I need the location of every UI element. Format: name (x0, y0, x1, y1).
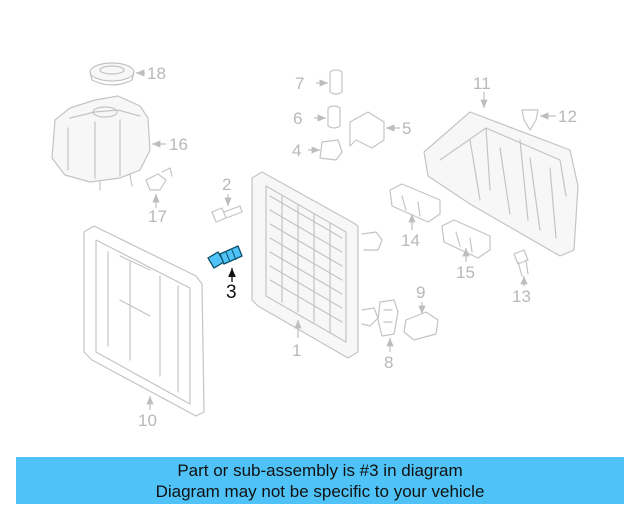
part-7-isolator[interactable] (316, 69, 343, 95)
part-4-mount[interactable] (308, 139, 343, 161)
callout-7: 7 (295, 74, 304, 93)
callout-18: 18 (147, 64, 166, 83)
callout-6: 6 (293, 109, 302, 128)
part-14-bracket[interactable] (389, 183, 441, 230)
callout-13: 13 (512, 287, 531, 306)
part-10-frame[interactable] (83, 225, 205, 417)
callout-5: 5 (402, 119, 411, 138)
callout-10: 10 (138, 411, 157, 430)
callout-2: 2 (222, 175, 231, 194)
callout-11: 11 (473, 74, 491, 93)
callout-12: 12 (558, 107, 577, 126)
part-6-isolator[interactable] (314, 105, 341, 129)
part-11-air-deflector[interactable] (423, 92, 579, 257)
callout-17: 17 (148, 207, 167, 226)
callout-3: 3 (226, 282, 237, 303)
banner-line-2: Diagram may not be specific to your vehi… (155, 481, 485, 501)
banner-line-1: Part or sub-assembly is #3 in diagram (177, 460, 463, 480)
part-12-clip[interactable] (521, 109, 556, 131)
callout-9: 9 (416, 283, 425, 302)
callout-16: 16 (169, 135, 188, 154)
callout-1: 1 (292, 341, 301, 360)
part-2-bolt[interactable] (211, 194, 243, 223)
part-1-radiator[interactable] (251, 171, 383, 359)
part-3-bolt-highlighted[interactable] (207, 245, 243, 282)
info-banner: Part or sub-assembly is #3 in diagram Di… (16, 457, 624, 504)
part-17-fitting[interactable] (145, 167, 173, 208)
part-16-expansion-tank[interactable] (51, 95, 166, 191)
part-13-bolt[interactable] (513, 249, 529, 286)
part-8-bracket[interactable] (377, 299, 399, 352)
callout-8: 8 (384, 353, 393, 372)
callout-14: 14 (401, 231, 420, 250)
part-18-reservoir-cap[interactable] (89, 62, 145, 86)
part-9-bracket[interactable] (403, 302, 439, 341)
part-5-bracket[interactable] (349, 111, 400, 149)
callout-4: 4 (292, 141, 301, 160)
callout-15: 15 (456, 263, 475, 282)
part-15-bracket[interactable] (441, 219, 491, 262)
